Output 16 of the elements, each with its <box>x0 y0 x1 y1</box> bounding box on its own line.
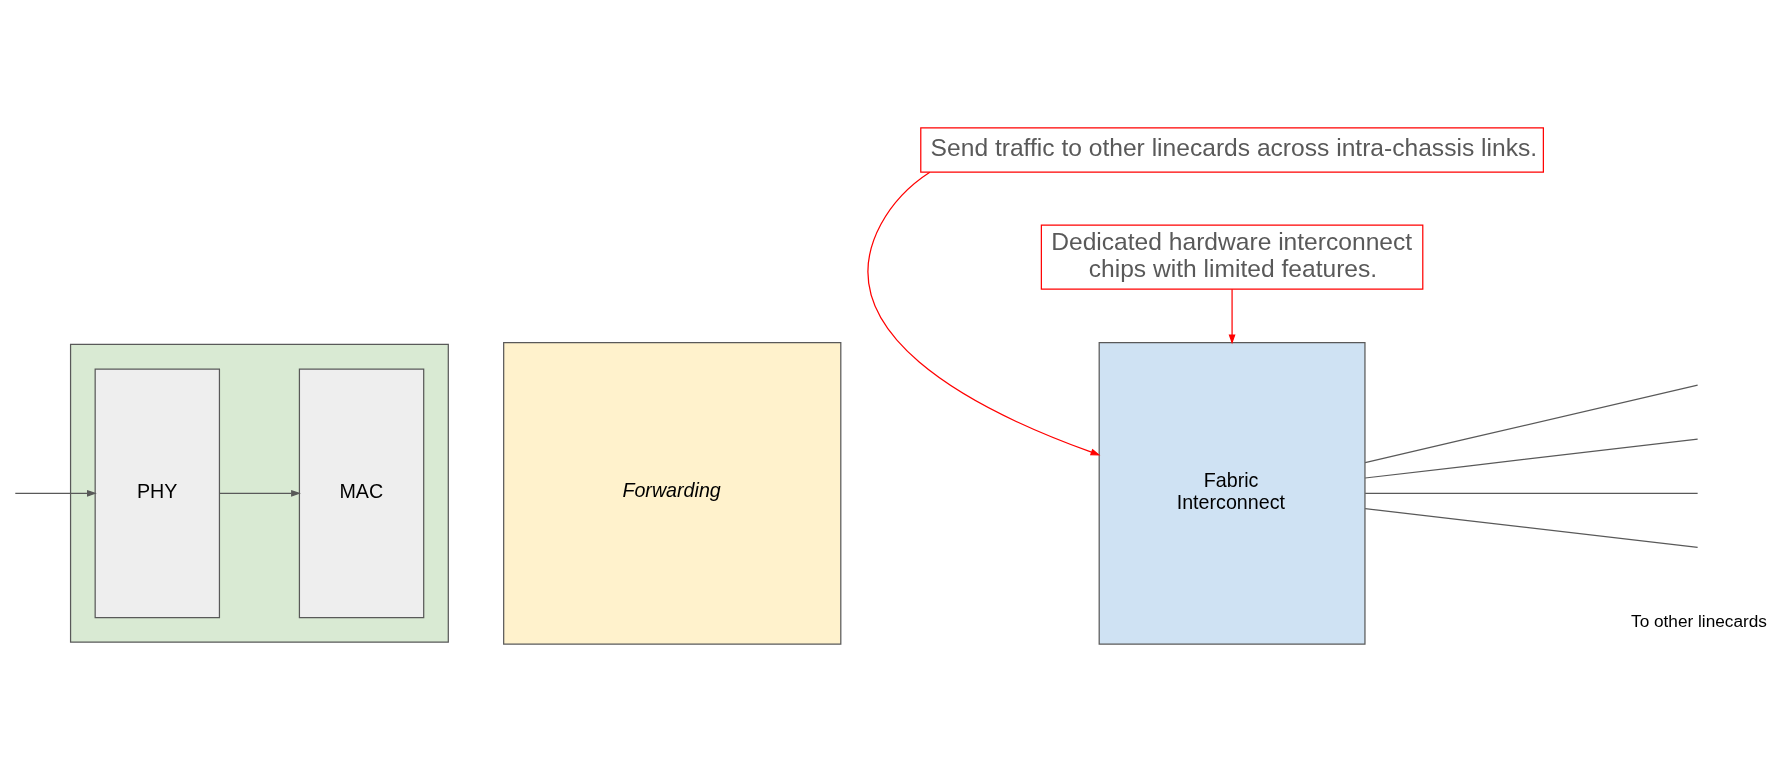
node-box: Fabric Interconnect <box>1098 342 1366 645</box>
node-box: PHY <box>94 368 221 619</box>
arrow <box>14 489 97 497</box>
connector <box>1364 384 1699 464</box>
label: To other linecards <box>1631 611 1767 632</box>
connector <box>1364 492 1699 494</box>
arrow <box>1228 288 1236 345</box>
connector <box>1364 508 1699 549</box>
node-box: Send traffic to other linecards across intra-chassis links. <box>920 127 1544 173</box>
connector <box>1364 438 1699 479</box>
node-box: Forwarding <box>503 342 842 645</box>
cluster <box>69 343 449 643</box>
node-box: MAC <box>298 368 425 619</box>
arrow <box>219 489 301 497</box>
arrow <box>867 171 1101 456</box>
node-box: Dedicated hardware interconnect chips with limited features. <box>1040 224 1424 290</box>
